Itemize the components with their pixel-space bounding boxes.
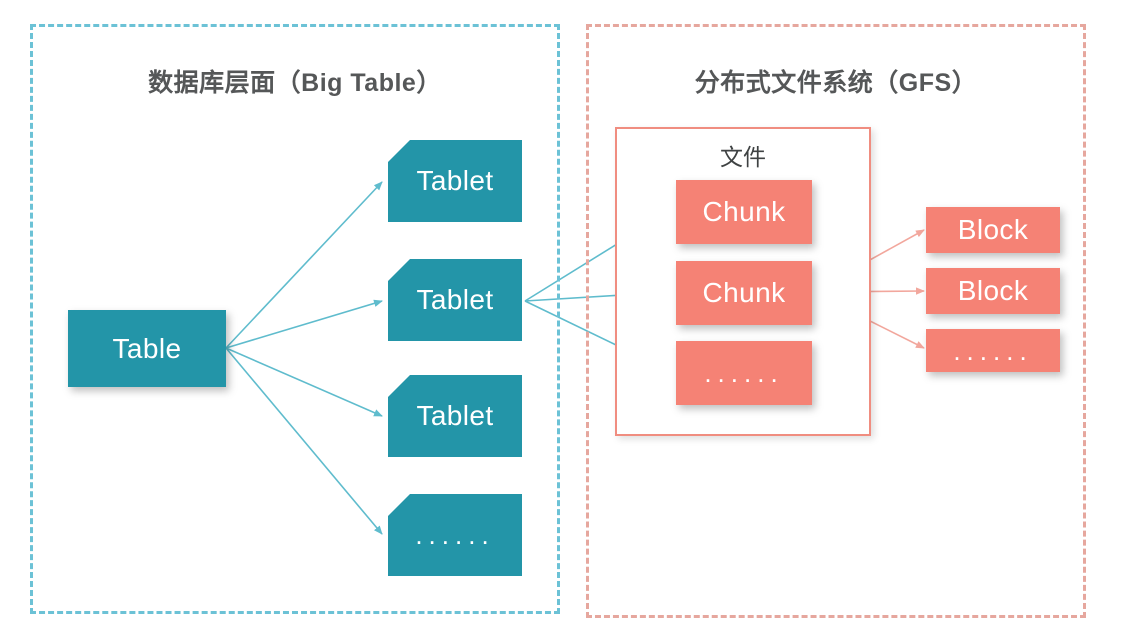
node-tablet-ellipsis-label: ...... — [415, 520, 495, 550]
node-block-2-label: Block — [957, 275, 1029, 306]
node-table-label: Table — [112, 332, 182, 364]
node-block-ellipsis-label: ...... — [953, 335, 1033, 366]
node-block-ellipsis[interactable]: ...... — [926, 329, 1060, 372]
panel-right-title: 分布式文件系统（GFS） — [694, 69, 978, 97]
node-chunk-2[interactable]: Chunk — [676, 261, 812, 325]
node-table[interactable]: Table — [68, 310, 226, 387]
file-container-label: 文件 — [720, 144, 766, 170]
node-tablet-2-label: Tablet — [416, 284, 494, 315]
node-tablet-3[interactable]: Tablet — [388, 375, 522, 457]
panel-left-title: 数据库层面（Big Table） — [148, 69, 442, 97]
node-tablet-1-label: Tablet — [416, 165, 494, 196]
node-tablet-ellipsis[interactable]: ...... — [388, 494, 522, 576]
node-chunk-ellipsis-label: ...... — [704, 358, 784, 388]
node-tablet-2[interactable]: Tablet — [388, 259, 522, 341]
node-block-1[interactable]: Block — [926, 207, 1060, 253]
node-chunk-2-label: Chunk — [702, 277, 786, 308]
node-tablet-3-label: Tablet — [416, 400, 494, 431]
panel-gfs: 分布式文件系统（GFS） — [586, 24, 1086, 618]
node-tablet-1[interactable]: Tablet — [388, 140, 522, 222]
node-block-2[interactable]: Block — [926, 268, 1060, 314]
node-chunk-1-label: Chunk — [702, 196, 786, 227]
node-block-1-label: Block — [957, 214, 1029, 245]
node-chunk-1[interactable]: Chunk — [676, 180, 812, 244]
node-chunk-ellipsis[interactable]: ...... — [676, 341, 812, 405]
panel-big-table: 数据库层面（Big Table） — [30, 24, 560, 614]
